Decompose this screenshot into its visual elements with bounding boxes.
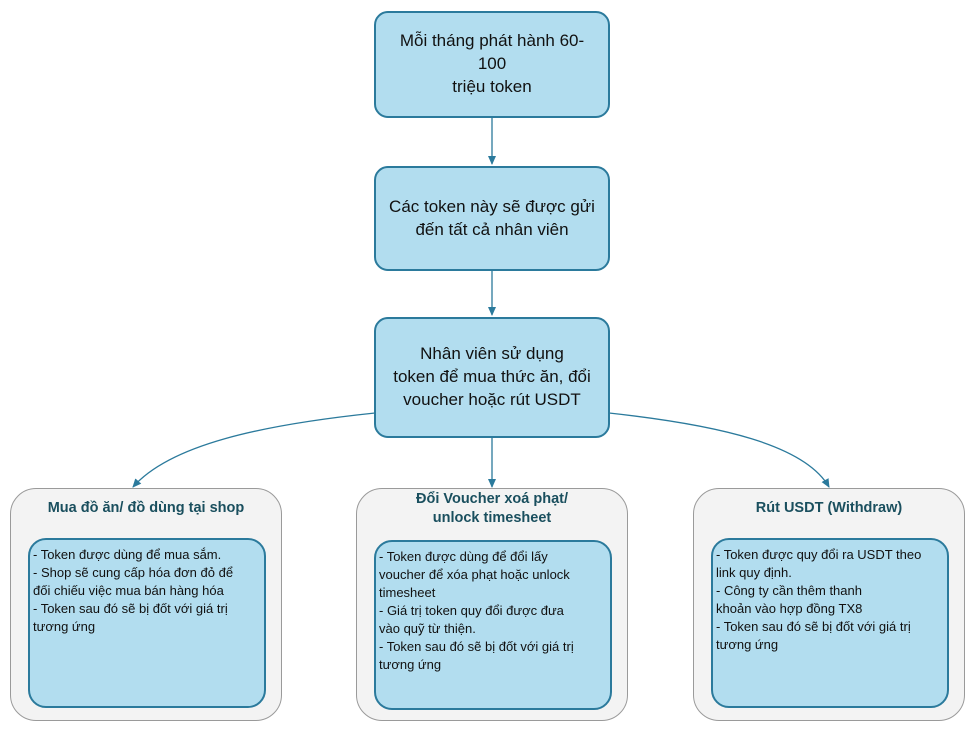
detail-line: - Token được dùng để mua sắm. xyxy=(33,547,222,562)
detail-line: đối chiếu việc mua bán hàng hóa xyxy=(33,582,224,598)
detail-line: tương ứng xyxy=(716,636,779,652)
node-send-to-employees: Các token này sẽ được gửi đến tất cả nhâ… xyxy=(374,166,610,271)
branch-title: Đổi Voucher xoá phạt/ unlock timesheet xyxy=(415,491,568,526)
branch-panel-withdraw: Rút USDT (Withdraw) - Token được quy đổi… xyxy=(693,488,965,721)
branch-details: - Token được quy đổi ra USDT theo link q… xyxy=(711,538,949,708)
detail-line: voucher để xóa phạt hoặc unlock xyxy=(379,566,570,582)
detail-line: - Shop sẽ cung cấp hóa đơn đỏ để xyxy=(33,564,234,580)
node-monthly-issuance: Mỗi tháng phát hành 60-100 triệu token xyxy=(374,11,610,118)
branch-title: Rút USDT (Withdraw) xyxy=(755,500,903,516)
detail-line: - Token sau đó sẽ bị đốt với giá trị xyxy=(716,618,911,634)
detail-line: link quy định. xyxy=(716,564,792,580)
node-employee-usage: Nhân viên sử dụng token để mua thức ăn, … xyxy=(374,317,610,438)
detail-line: tương ứng xyxy=(33,618,96,634)
detail-line: timesheet xyxy=(379,584,436,600)
branch-title: Mua đồ ăn/ đồ dùng tại shop xyxy=(47,500,245,516)
branch-panel-shop: Mua đồ ăn/ đồ dùng tại shop - Token được… xyxy=(10,488,282,721)
branch-details: - Token được dùng để mua sắm. - Shop sẽ … xyxy=(28,538,266,708)
detail-line: khoản vào hợp đồng TX8 xyxy=(716,600,863,616)
detail-line: - Giá trị token quy đổi được đưa xyxy=(379,602,564,618)
detail-line: tương ứng xyxy=(379,656,442,672)
detail-line: - Token sau đó sẽ bị đốt với giá trị xyxy=(33,600,228,616)
arrow-center-to-branch-3 xyxy=(608,412,830,488)
detail-line: - Token được dùng để đổi lấy xyxy=(379,549,548,564)
detail-line: vào quỹ từ thiện. xyxy=(379,620,476,636)
branch-panel-voucher: Đổi Voucher xoá phạt/ unlock timesheet -… xyxy=(356,488,628,721)
detail-line: - Công ty cần thêm thanh xyxy=(716,582,862,598)
detail-line: - Token sau đó sẽ bị đốt với giá trị xyxy=(379,638,574,654)
branch-details: - Token được dùng để đổi lấy voucher để … xyxy=(374,540,612,710)
detail-line: - Token được quy đổi ra USDT theo xyxy=(716,547,922,562)
arrow-center-to-branch-1 xyxy=(132,412,376,488)
